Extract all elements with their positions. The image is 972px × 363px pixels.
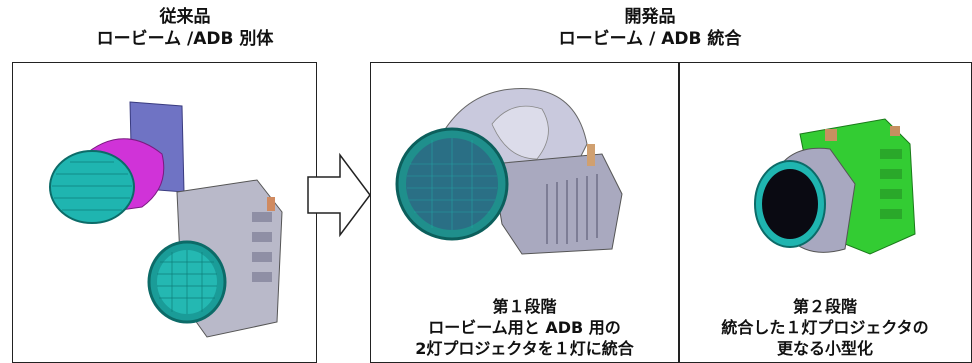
stage2-desc-line2: 更なる小型化 — [776, 339, 873, 358]
stage1-caption: 第１段階 ロービーム用と ADB 用の 2灯プロジェクタを１灯に統合 — [372, 296, 677, 359]
conventional-projector-illustration — [49, 101, 283, 338]
stage2-caption: 第２段階 統合した１灯プロジェクタの 更なる小型化 — [680, 296, 970, 359]
conventional-title-line2: ロービーム /ADB 別体 — [96, 29, 274, 49]
stage2-projector-illustration — [754, 118, 916, 255]
conventional-title-line1: 従来品 — [159, 7, 211, 27]
stage-divider — [678, 62, 680, 363]
stage1-projector-illustration — [395, 88, 623, 255]
developed-title: 開発品 ロービーム / ADB 統合 — [470, 6, 830, 50]
stage1-desc-line2: 2灯プロジェクタを１灯に統合 — [415, 339, 634, 358]
developed-title-line1: 開発品 — [624, 7, 676, 27]
stage1-desc-line1: ロービーム用と ADB 用の — [428, 318, 621, 337]
developed-title-line2: ロービーム / ADB 統合 — [558, 29, 742, 49]
stage2-desc-line1: 統合した１灯プロジェクタの — [721, 318, 929, 337]
stage1-heading: 第１段階 — [492, 297, 557, 316]
stage2-heading: 第２段階 — [792, 297, 857, 316]
transition-arrow — [307, 152, 371, 238]
conventional-title: 従来品 ロービーム /ADB 別体 — [40, 6, 330, 50]
